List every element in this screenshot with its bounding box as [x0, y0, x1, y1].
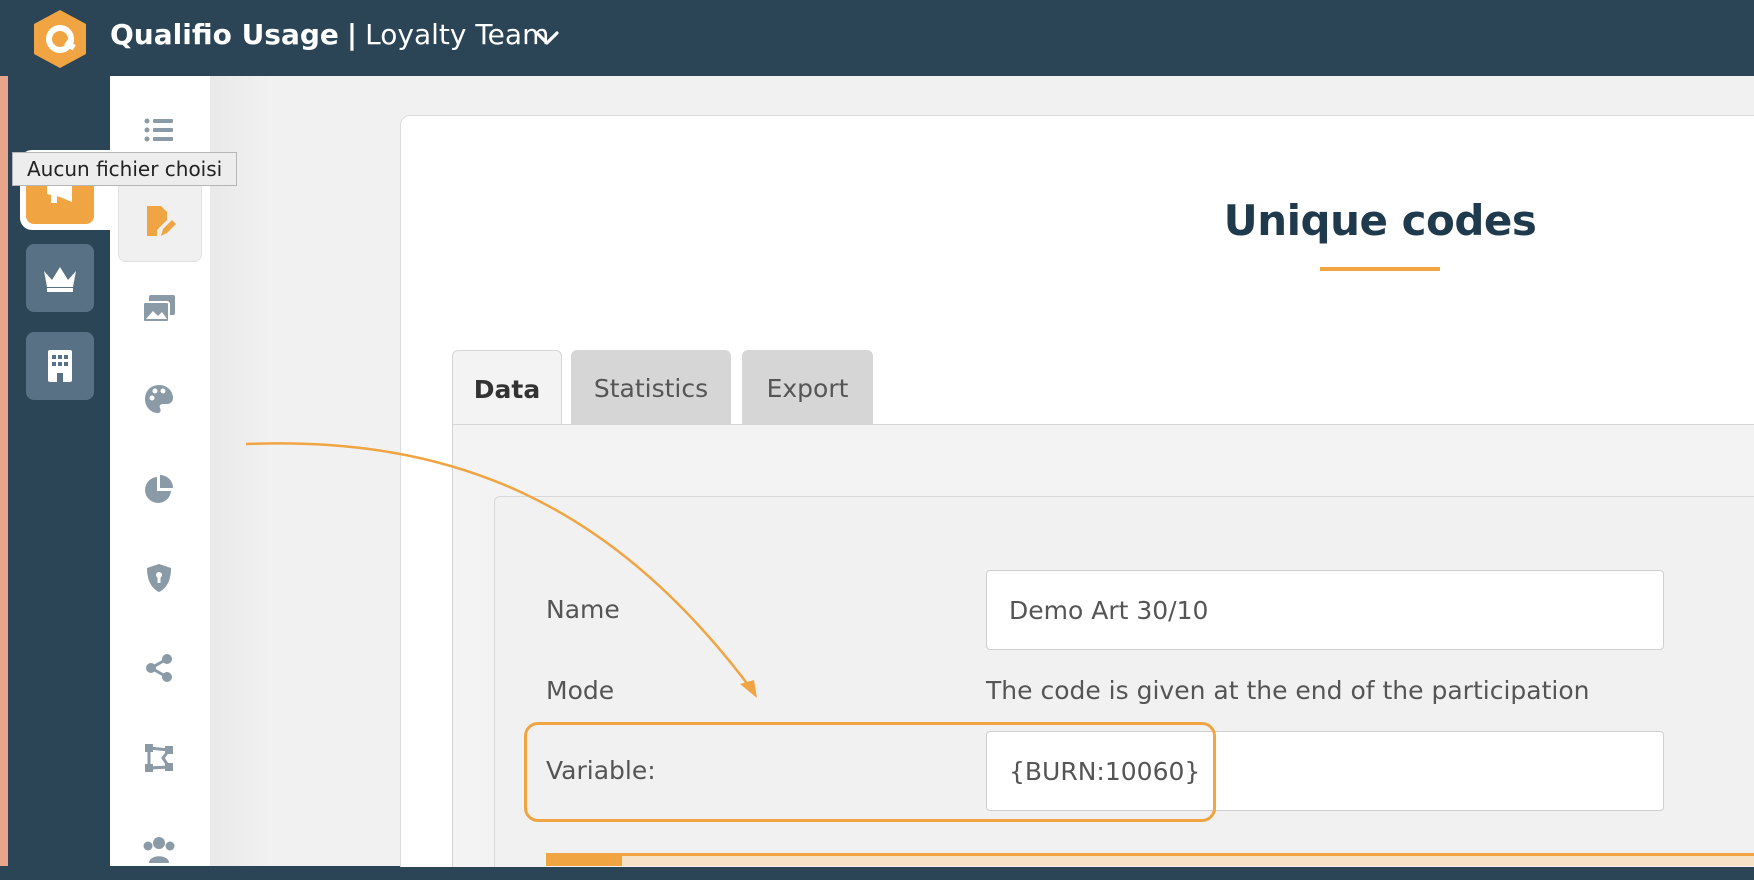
- users-icon: [143, 837, 175, 863]
- palette-icon: [145, 385, 173, 413]
- qualifio-logo[interactable]: [31, 8, 89, 70]
- variable-highlight: [524, 722, 1216, 822]
- mode-value: The code is given at the end of the part…: [986, 676, 1590, 705]
- bottom-alert-marker: [546, 853, 622, 866]
- mode-label: Mode: [546, 676, 615, 705]
- subnav-item-flow[interactable]: [118, 728, 200, 788]
- building-icon: [48, 350, 72, 382]
- title-underline: [1320, 267, 1440, 271]
- shield-icon: [147, 564, 171, 592]
- rail-organization-button[interactable]: [26, 332, 94, 400]
- variable-label: Variable:: [546, 756, 656, 785]
- chevron-down-icon[interactable]: [532, 24, 562, 52]
- name-field[interactable]: Demo Art 30/10: [986, 570, 1664, 650]
- edit-document-icon: [147, 206, 176, 236]
- title-separator: |: [346, 18, 358, 51]
- subnav-item-users[interactable]: [118, 820, 200, 880]
- file-tooltip: Aucun fichier choisi: [12, 152, 238, 186]
- subnav-item-statistics[interactable]: [118, 459, 200, 519]
- tab-data[interactable]: Data: [452, 350, 562, 427]
- share-icon: [146, 654, 172, 682]
- main-shadow: [210, 76, 270, 866]
- subnav-item-list[interactable]: [118, 100, 200, 160]
- brand-name: Qualifio Usage: [110, 18, 339, 51]
- list-icon: [144, 118, 173, 142]
- bottom-alert-bar: [546, 853, 1754, 866]
- subnav-item-share[interactable]: [118, 638, 200, 698]
- subnav-item-edit[interactable]: [118, 180, 202, 262]
- subnav-item-design[interactable]: [118, 369, 200, 429]
- tab-statistics[interactable]: Statistics: [571, 350, 731, 426]
- page-title: Unique codes: [1223, 196, 1537, 245]
- top-bar: Qualifio Usage|Loyalty Team: [0, 0, 1754, 76]
- tab-export[interactable]: Export: [742, 350, 873, 426]
- window-edge: [0, 0, 8, 866]
- app-title[interactable]: Qualifio Usage|Loyalty Team: [110, 18, 549, 51]
- variable-field[interactable]: {BURN:10060}: [986, 731, 1664, 811]
- pie-chart-icon: [145, 475, 173, 503]
- subnav-item-media[interactable]: [118, 279, 200, 339]
- subnav-item-privacy[interactable]: [118, 548, 200, 608]
- name-label: Name: [546, 595, 620, 624]
- rail-loyalty-button[interactable]: [26, 244, 94, 312]
- images-icon: [142, 295, 175, 323]
- crown-icon: [44, 267, 76, 292]
- flow-icon: [145, 744, 173, 772]
- team-name: Loyalty Team: [365, 18, 550, 51]
